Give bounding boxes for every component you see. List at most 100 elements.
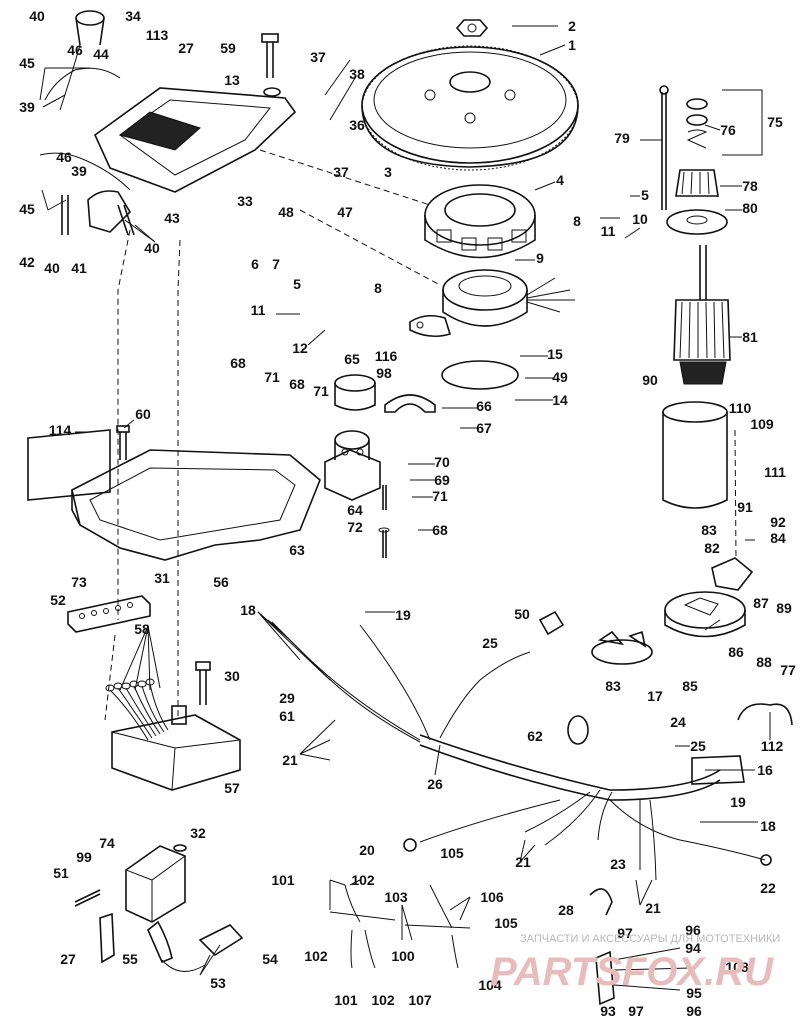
part-callout-58: 58 xyxy=(134,621,150,637)
part-callout-74: 74 xyxy=(99,835,115,851)
part-callout-63: 63 xyxy=(289,542,305,558)
part-callout-84: 84 xyxy=(770,530,786,546)
part-callout-81: 81 xyxy=(742,329,758,345)
part-callout-20: 20 xyxy=(359,842,375,858)
part-callout-93: 93 xyxy=(600,1003,616,1019)
part-callout-40: 40 xyxy=(29,8,45,24)
part-callout-92: 92 xyxy=(770,514,786,530)
part-callout-102: 102 xyxy=(351,872,375,888)
part-callout-29: 29 xyxy=(279,690,295,706)
part-callout-27: 27 xyxy=(178,40,194,56)
part-callout-110: 110 xyxy=(729,400,752,416)
part-callout-107: 107 xyxy=(408,992,432,1008)
part-callout-97: 97 xyxy=(628,1003,644,1019)
part-callout-41: 41 xyxy=(71,260,87,276)
starter-solenoid xyxy=(324,430,381,501)
retaining-ring xyxy=(441,360,519,390)
part-callout-13: 13 xyxy=(224,72,240,88)
flywheel xyxy=(361,45,579,171)
spark-plug-leads xyxy=(39,67,135,236)
part-callout-67: 67 xyxy=(476,420,492,436)
part-callout-6: 6 xyxy=(251,256,259,272)
cable-tie xyxy=(567,715,589,745)
part-callout-95: 95 xyxy=(686,985,702,1001)
part-callout-77: 77 xyxy=(780,662,796,678)
timer-base xyxy=(409,269,575,338)
ground-strap xyxy=(99,912,115,964)
jumper-leads xyxy=(329,884,471,969)
part-callout-114: 114 xyxy=(49,422,72,438)
watermark-tagline: ЗАПЧАСТИ И АКСЕССУАРЫ ДЛЯ МОТОТЕХНИКИ xyxy=(520,933,780,945)
part-callout-66: 66 xyxy=(476,398,492,414)
part-callout-75: 75 xyxy=(767,114,783,130)
starter-end-cap xyxy=(664,591,746,638)
part-callout-112: 112 xyxy=(761,738,784,754)
part-callout-64: 64 xyxy=(347,502,363,518)
part-callout-80: 80 xyxy=(742,200,758,216)
part-callout-12: 12 xyxy=(292,340,308,356)
power-pack xyxy=(111,705,241,791)
brush-holder xyxy=(711,557,754,591)
part-callout-62: 62 xyxy=(527,728,543,744)
diagram-artwork xyxy=(27,10,793,1006)
part-callout-57: 57 xyxy=(224,780,240,796)
part-callout-59: 59 xyxy=(220,40,236,56)
clamp xyxy=(384,394,436,413)
part-callout-76: 76 xyxy=(720,122,736,138)
part-callout-15: 15 xyxy=(547,346,563,362)
part-callout-101: 101 xyxy=(334,992,358,1008)
part-callout-24: 24 xyxy=(670,714,686,730)
part-callout-100: 100 xyxy=(391,948,415,964)
part-callout-71: 71 xyxy=(313,383,329,399)
part-callout-50: 50 xyxy=(514,606,530,622)
part-callout-69: 69 xyxy=(434,472,450,488)
clamp-112 xyxy=(737,703,793,726)
part-callout-21: 21 xyxy=(515,854,531,870)
part-callout-78: 78 xyxy=(742,178,758,194)
part-callout-116: 116 xyxy=(375,348,398,364)
alignment-lines xyxy=(104,149,737,721)
part-callout-72: 72 xyxy=(347,519,363,535)
part-callout-30: 30 xyxy=(224,668,240,684)
part-callout-53: 53 xyxy=(210,975,226,991)
part-callout-96: 96 xyxy=(685,922,701,938)
bushing xyxy=(334,374,376,411)
part-callout-68: 68 xyxy=(230,355,246,371)
part-callout-68: 68 xyxy=(432,522,448,538)
primer-boot xyxy=(59,10,105,111)
part-callout-89: 89 xyxy=(776,600,792,616)
part-callout-85: 85 xyxy=(682,678,698,694)
bullet-connectors xyxy=(595,947,691,1006)
part-callout-88: 88 xyxy=(756,654,772,670)
part-callout-1: 1 xyxy=(568,37,576,53)
starter-pinion-stack xyxy=(659,85,728,235)
part-callout-25: 25 xyxy=(482,635,498,651)
part-callout-7: 7 xyxy=(272,256,280,272)
part-callout-65: 65 xyxy=(344,351,360,367)
part-callout-101: 101 xyxy=(271,872,295,888)
part-callout-37: 37 xyxy=(333,164,349,180)
part-callout-49: 49 xyxy=(552,369,568,385)
part-callout-18: 18 xyxy=(240,602,256,618)
bolt-51 xyxy=(74,889,101,907)
part-callout-61: 61 xyxy=(279,708,295,724)
part-callout-25: 25 xyxy=(690,738,706,754)
part-callout-21: 21 xyxy=(645,900,661,916)
part-callout-73: 73 xyxy=(71,574,87,590)
part-callout-91: 91 xyxy=(737,499,753,515)
screw-60 xyxy=(116,425,130,460)
part-callout-11: 11 xyxy=(601,223,616,239)
part-callout-79: 79 xyxy=(614,130,630,146)
part-callout-86: 86 xyxy=(728,644,744,660)
part-callout-26: 26 xyxy=(427,776,443,792)
part-callout-45: 45 xyxy=(19,55,35,71)
clip-28 xyxy=(589,888,613,916)
part-callout-40: 40 xyxy=(44,260,60,276)
part-callout-70: 70 xyxy=(434,454,450,470)
part-callout-87: 87 xyxy=(753,595,769,611)
part-callout-105: 105 xyxy=(494,915,518,931)
part-callout-17: 17 xyxy=(647,688,663,704)
part-callout-51: 51 xyxy=(53,865,69,881)
ignition-coil xyxy=(125,844,187,923)
part-callout-71: 71 xyxy=(264,369,280,385)
